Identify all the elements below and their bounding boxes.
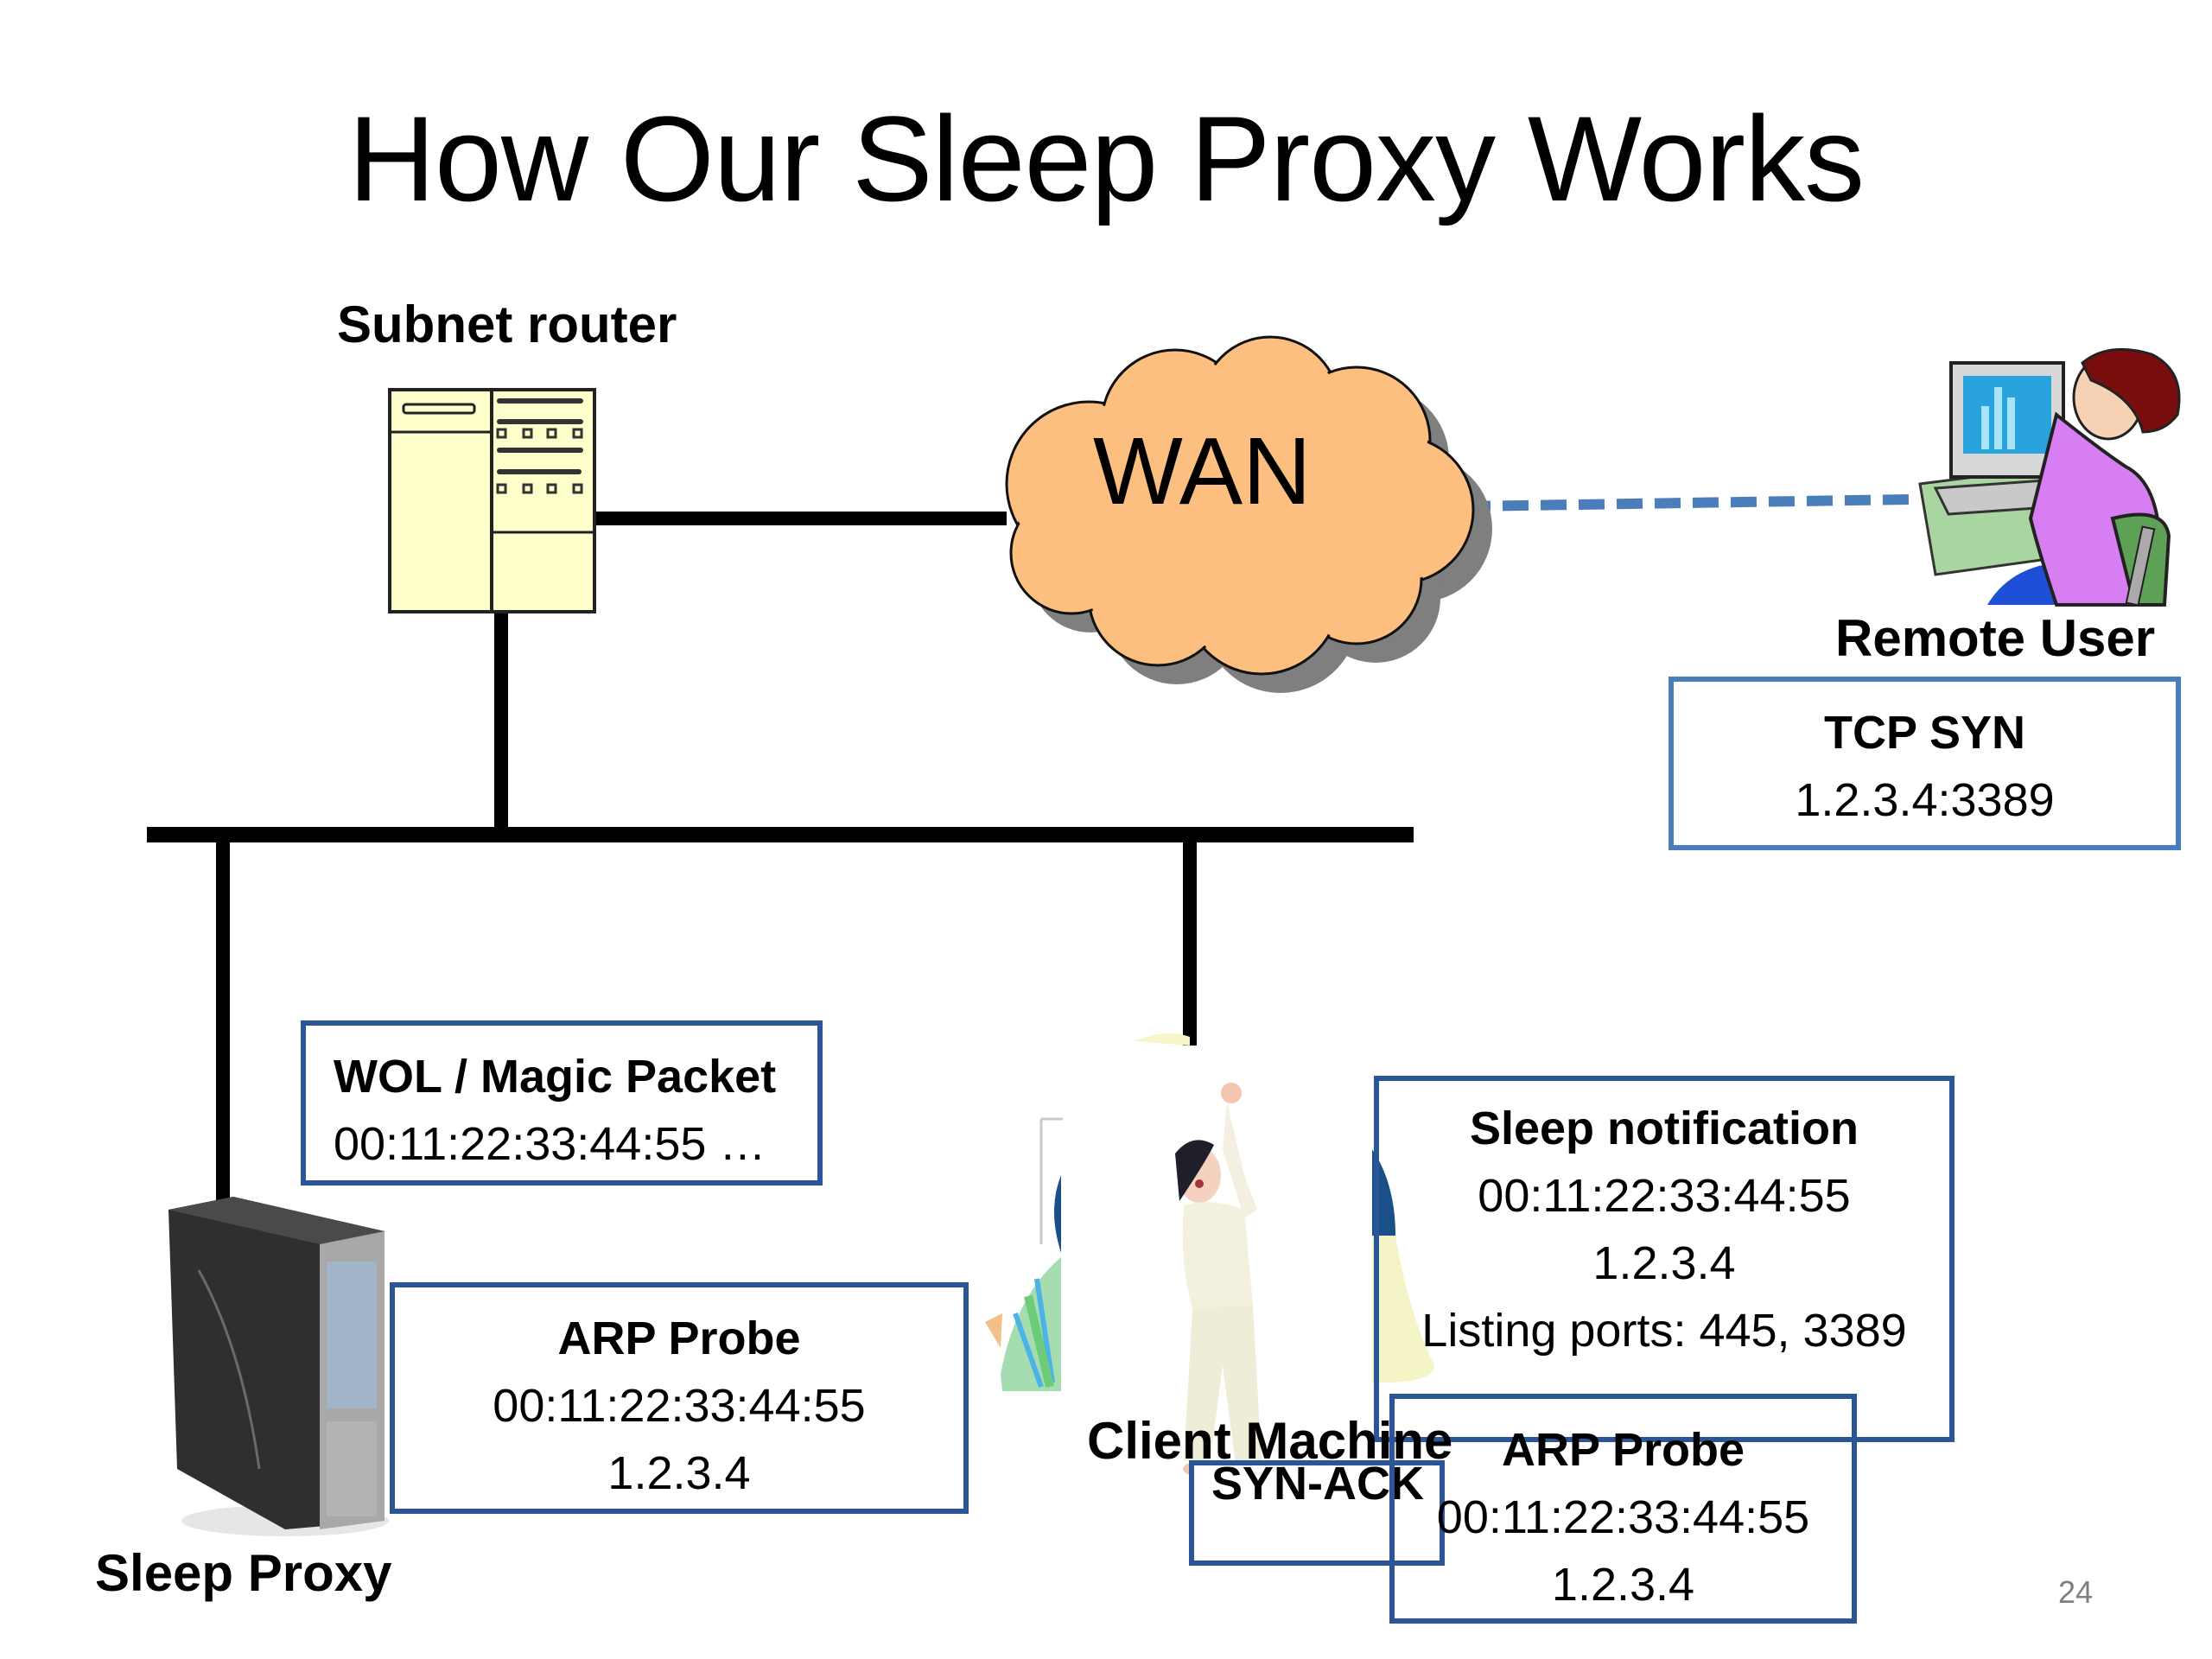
- packet-box-tcp-syn: TCP SYN 1.2.3.4:3389: [1669, 677, 2181, 850]
- packet-line: 00:11:22:33:44:55: [1436, 1491, 1810, 1543]
- packet-box-syn-ack: SYN-ACK: [1189, 1460, 1445, 1566]
- packet-head: ARP Probe: [1501, 1424, 1745, 1476]
- packet-box-arp-probe-client: ARP Probe 00:11:22:33:44:55 1.2.3.4: [1389, 1394, 1857, 1624]
- remote-user-label: Remote User: [1835, 609, 2156, 667]
- router-icon: [388, 388, 596, 613]
- packet-line: 1.2.3.4: [1592, 1237, 1736, 1289]
- packet-box-wol: WOL / Magic Packet 00:11:22:33:44:55 …: [301, 1020, 823, 1185]
- packet-line: 00:11:22:33:44:55 …: [334, 1118, 766, 1170]
- packet-line: Listing ports: 445, 3389: [1421, 1305, 1907, 1357]
- sleeping-child-icon: [1063, 1046, 1365, 1486]
- packet-head: SYN-ACK: [1211, 1460, 1425, 1510]
- packet-box-sleep-notification: Sleep notification 00:11:22:33:44:55 1.2…: [1374, 1076, 1955, 1442]
- packet-line: 00:11:22:33:44:55: [493, 1380, 866, 1432]
- packet-head: ARP Probe: [557, 1313, 801, 1364]
- packet-line: 1.2.3.4:3389: [1795, 774, 2055, 826]
- slide-title: How Our Sleep Proxy Works: [347, 91, 1865, 226]
- link-wan-remote-dashed: [1464, 494, 1910, 512]
- packet-head: TCP SYN: [1823, 707, 2026, 759]
- cloud-icon: [1005, 335, 1492, 693]
- router-label: Subnet router: [337, 296, 677, 353]
- wan-label: WAN: [1093, 418, 1312, 524]
- packet-line: 1.2.3.4: [607, 1447, 751, 1499]
- packet-box-arp-probe-proxy: ARP Probe 00:11:22:33:44:55 1.2.3.4: [390, 1282, 969, 1514]
- packet-line: 00:11:22:33:44:55: [1478, 1170, 1851, 1222]
- packet-head: Sleep notification: [1469, 1103, 1859, 1154]
- sleep-proxy-label: Sleep Proxy: [95, 1544, 392, 1602]
- user-at-computer-icon: [1918, 347, 2181, 607]
- packet-head: WOL / Magic Packet: [334, 1051, 777, 1103]
- server-tower-icon: [168, 1197, 389, 1536]
- packet-line: 1.2.3.4: [1551, 1559, 1695, 1611]
- page-number: 24: [2058, 1574, 2094, 1610]
